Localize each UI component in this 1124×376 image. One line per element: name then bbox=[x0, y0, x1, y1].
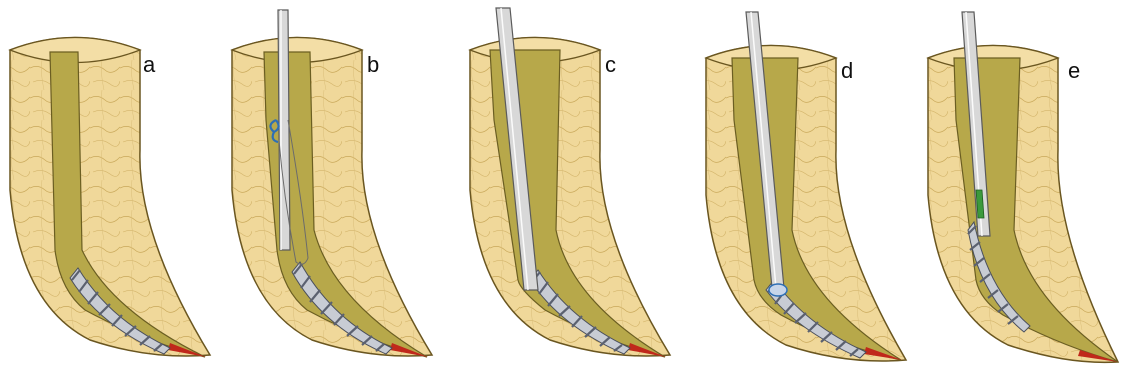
panel-label: a bbox=[143, 52, 156, 77]
panel-a: a bbox=[10, 38, 210, 358]
panel-label: e bbox=[1068, 58, 1080, 83]
panel-c: c bbox=[470, 8, 670, 357]
panel-label: c bbox=[605, 52, 616, 77]
panel-d: d bbox=[706, 12, 906, 361]
panel-b: b bbox=[232, 10, 432, 357]
panel-e: e bbox=[928, 12, 1118, 362]
panel-label: b bbox=[367, 52, 379, 77]
panel-label: d bbox=[841, 58, 853, 83]
